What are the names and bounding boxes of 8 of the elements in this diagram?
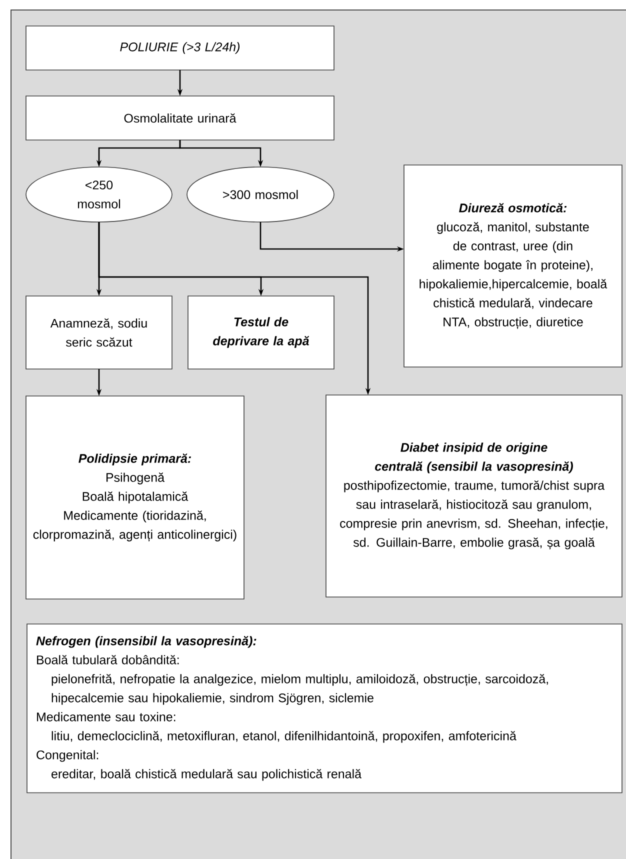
result-box: Nefrogen (insensibil la vasopresină): Boală tubulară dobândită: pielonefrită, nefropatie la analgezice, mielom multiplu, amiloidoză, obstrucție, sarcoidoză, hipecalcemie sau hipokaliemie, sindrom Sjögren, siclemie Medicamente sau toxine: litiu, demeclociclină, metoxifluran, etanol, difenilhidantoină, propoxifen, amfotericină Congenital: ereditar, boală chistică medulară sau polichistică renală	[26, 624, 622, 794]
result-box: Polidipsie primară: Psihogenă Boală hipotalamică Medicamente (tioridazină, clorpromazină, agenți anticolinergici)	[26, 396, 244, 600]
result-box: Diabet insipid de origine centrală (sensibil la vasopresină) posthipofizectomie, traume, tumoră/chist supra sau intraselară, histiocitoză sau granulom, compresie prin anevrism, sd. Sheehan, infecție, sd. Guillain-Barre, embolie grasă, șa goală	[326, 394, 622, 598]
result-box: Diureză osmotică: glucoză, manitol, substante de contrast, uree (din alimente bogate în proteine), hipokaliemie,hipercalcemie, boală chistică medulară, vindecare NTA, obstrucție, diuretice	[404, 164, 622, 368]
process-box: POLIURIE (>3 L/24h)	[26, 26, 334, 70]
process-box: Anamneză, sodiu seric scăzut	[26, 296, 172, 370]
process-box: Testul de deprivare la apă	[188, 296, 334, 370]
process-box: Osmolalitate urinară	[26, 96, 334, 140]
